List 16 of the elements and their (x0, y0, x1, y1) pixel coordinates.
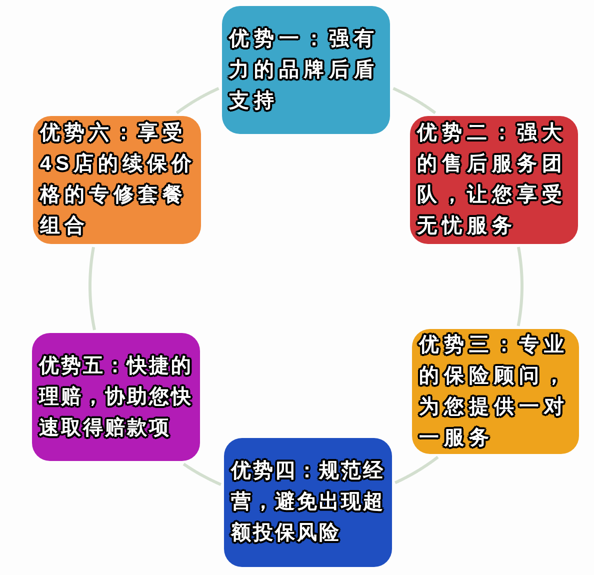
connector-arc (175, 87, 220, 114)
advantage-text: 优势一：强有力的品牌后盾支持 (229, 26, 380, 114)
connector-arc (394, 456, 440, 484)
connector-arc (516, 246, 524, 328)
advantage-text: 优势二：强大的售后服务团队，让您享受无忧服务 (417, 121, 568, 239)
advantage-text: 优势四：规范经营，避免出现超额投保风险 (231, 459, 386, 546)
advantage-text: 优势三：专业的保险顾问，为您提供一对一服务 (419, 332, 570, 450)
connector-arc (392, 87, 437, 114)
connector-arc (182, 462, 222, 486)
advantage-text: 优势六：享受4S店的续保价格的专修套餐组合 (40, 120, 197, 239)
advantage-box (224, 438, 392, 567)
advantage-box (32, 333, 200, 461)
connector-arc (88, 246, 96, 332)
advantage-box (222, 6, 390, 134)
advantage-box (410, 116, 578, 244)
advantage-text: 优势五：快捷的理赔，协助您快速取得赔款项 (39, 354, 194, 440)
